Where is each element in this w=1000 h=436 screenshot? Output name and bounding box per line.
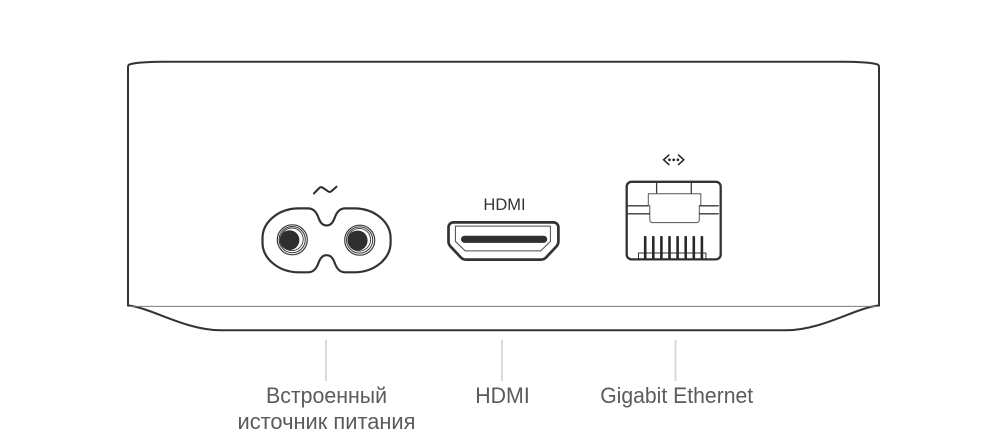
svg-text:Gigabit Ethernet: Gigabit Ethernet [600, 383, 753, 408]
svg-text:HDMI: HDMI [483, 196, 525, 214]
svg-text:HDMI: HDMI [475, 383, 530, 408]
svg-text:источник питания: источник питания [238, 409, 416, 434]
svg-text:Встроенный: Встроенный [266, 383, 387, 408]
